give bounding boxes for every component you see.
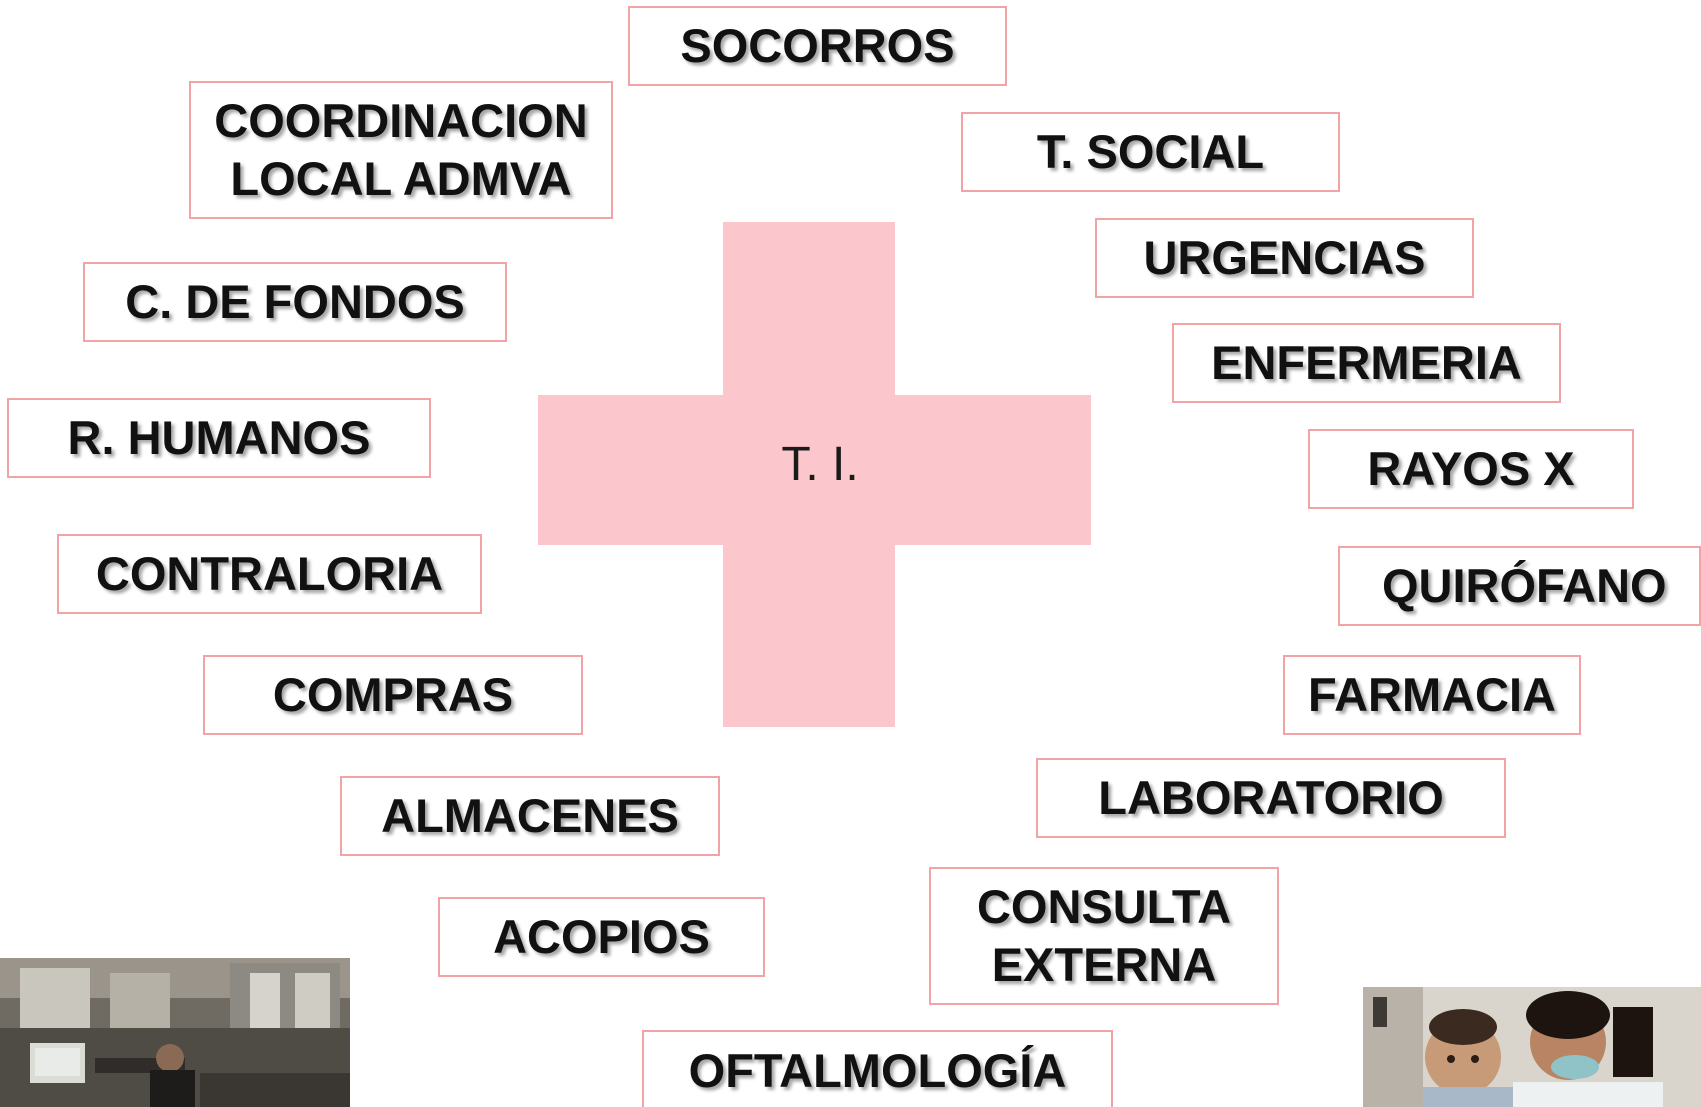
box-t-social: T. SOCIAL (961, 112, 1340, 192)
box-enfermeria: ENFERMERIA (1172, 323, 1561, 403)
box-urgencias: URGENCIAS (1095, 218, 1474, 298)
nurse-child-photo-graphic (1363, 987, 1701, 1107)
center-label: T. I. (781, 438, 859, 491)
box-r-humanos: R. HUMANOS (7, 398, 431, 478)
office-photo (0, 958, 350, 1107)
nurse-child-photo (1363, 987, 1701, 1107)
box-rayos-x: RAYOS X (1308, 429, 1634, 509)
box-consulta-externa: CONSULTA EXTERNA (929, 867, 1279, 1005)
box-coordinacion: COORDINACION LOCAL ADMVA (189, 81, 613, 219)
box-oftalmologia: OFTALMOLOGÍA (642, 1030, 1113, 1107)
box-farmacia: FARMACIA (1283, 655, 1581, 735)
office-photo-graphic (0, 958, 350, 1107)
box-contraloria: CONTRALORIA (57, 534, 482, 614)
box-quirofano: QUIRÓFANO (1338, 546, 1701, 626)
box-c-de-fondos: C. DE FONDOS (83, 262, 507, 342)
box-laboratorio: LABORATORIO (1036, 758, 1506, 838)
cross-horizontal-bar (538, 395, 1091, 545)
box-socorros: SOCORROS (628, 6, 1007, 86)
box-acopios: ACOPIOS (438, 897, 765, 977)
box-compras: COMPRAS (203, 655, 583, 735)
box-almacenes: ALMACENES (340, 776, 720, 856)
